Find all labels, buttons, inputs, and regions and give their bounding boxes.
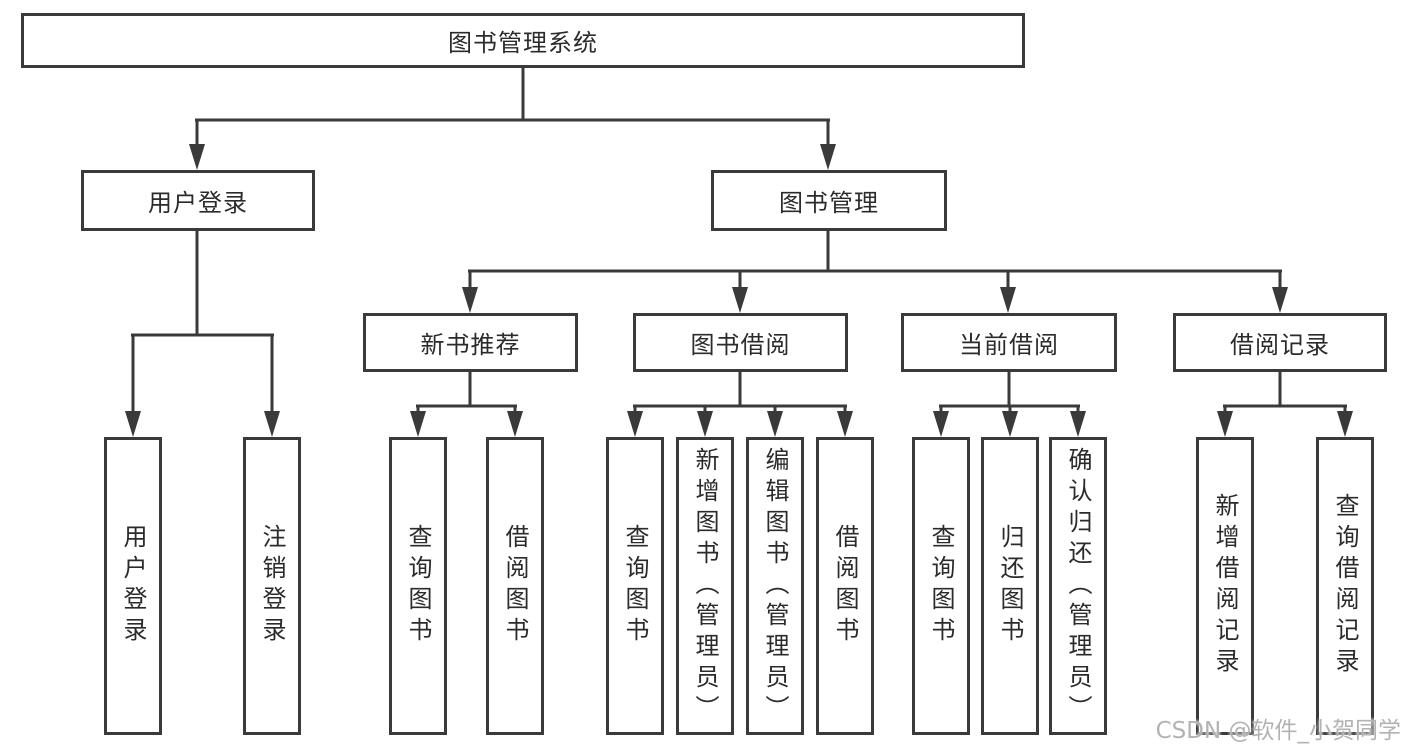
leaf-query-books-borrow: 查询图书 <box>606 437 664 735</box>
csdn-watermark: CSDN @软件_小贺同学 <box>1155 718 1401 744</box>
leaf-query-books-current: 查询图书 <box>912 437 970 735</box>
node-label: 编辑图书（管理员） <box>761 446 789 726</box>
connector-new-book <box>410 372 523 437</box>
node-label: 借阅图书 <box>501 524 529 648</box>
node-label: 借阅记录 <box>1230 331 1330 359</box>
leaf-query-books-recommend: 查询图书 <box>389 437 447 735</box>
node-new-book-recommend: 新书推荐 <box>363 313 578 372</box>
node-user-login: 用户登录 <box>81 170 315 231</box>
node-library-system: 图书管理系统 <box>21 13 1025 68</box>
leaf-borrow-books-recommend: 借阅图书 <box>486 437 544 735</box>
connector-book-management <box>462 231 1288 313</box>
node-book-management: 图书管理 <box>711 170 947 231</box>
node-label: 查询图书 <box>404 524 432 648</box>
leaf-borrow-books: 借阅图书 <box>816 437 874 735</box>
node-label: 当前借阅 <box>959 331 1059 359</box>
node-label: 图书管理 <box>779 189 879 217</box>
leaf-edit-book-admin: 编辑图书（管理员） <box>746 437 804 735</box>
node-label: 确认归还（管理员） <box>1064 446 1092 726</box>
leaf-add-book-admin: 新增图书（管理员） <box>676 437 734 735</box>
connector-current-borrow <box>933 372 1086 437</box>
node-label: 新书推荐 <box>420 331 521 359</box>
node-label: 用户登录 <box>148 189 248 217</box>
connector-user-login <box>125 231 280 437</box>
node-label: 借阅图书 <box>831 524 859 648</box>
node-current-borrowing: 当前借阅 <box>901 313 1117 372</box>
node-borrowing-records: 借阅记录 <box>1173 313 1387 372</box>
leaf-user-login: 用户登录 <box>104 437 162 735</box>
node-label: 查询图书 <box>927 524 955 648</box>
node-label: 注销登录 <box>258 524 286 648</box>
leaf-confirm-return-admin: 确认归还（管理员） <box>1049 437 1107 735</box>
node-label: 查询借阅记录 <box>1331 493 1359 679</box>
leaf-logout: 注销登录 <box>243 437 301 735</box>
leaf-return-book: 归还图书 <box>981 437 1039 735</box>
node-book-borrowing: 图书借阅 <box>633 313 848 372</box>
node-label: 归还图书 <box>996 524 1024 648</box>
leaf-add-borrow-record: 新增借阅记录 <box>1196 437 1254 735</box>
node-label: 查询图书 <box>621 524 649 648</box>
node-label: 新增借阅记录 <box>1211 493 1239 679</box>
connector-root <box>189 68 836 170</box>
connector-book-borrow <box>627 372 853 437</box>
node-label: 新增图书（管理员） <box>691 446 719 726</box>
node-label: 图书管理系统 <box>448 29 598 57</box>
node-label: 图书借阅 <box>690 331 791 359</box>
leaf-query-borrow-record: 查询借阅记录 <box>1316 437 1374 735</box>
connector-borrow-record <box>1217 372 1353 437</box>
node-label: 用户登录 <box>119 524 147 648</box>
